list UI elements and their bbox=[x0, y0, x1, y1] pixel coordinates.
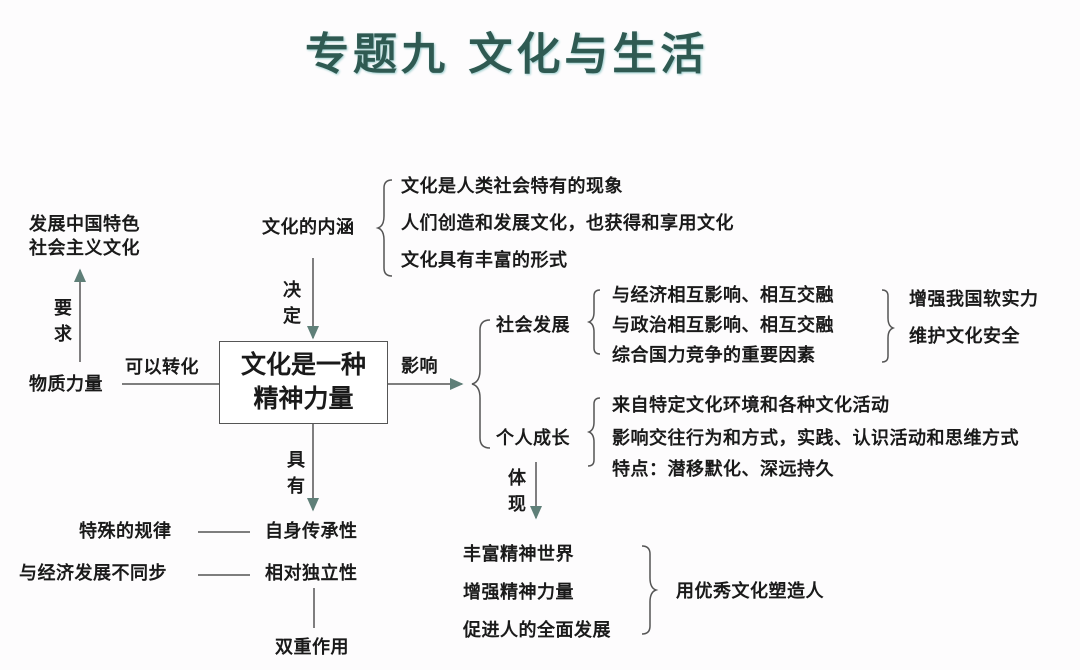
arrow-label-decide: 决定 bbox=[283, 280, 301, 327]
dual-role: 双重作用 bbox=[275, 637, 349, 658]
connotation-item: 文化是人类社会特有的现象 bbox=[401, 176, 623, 197]
manifest-result: 用优秀文化塑造人 bbox=[676, 581, 824, 602]
personal-label: 个人成长 bbox=[496, 428, 570, 449]
connotation-item: 人们创造和发展文化，也获得和享用文化 bbox=[401, 213, 734, 234]
social-result: 维护文化安全 bbox=[909, 326, 1020, 347]
personal-item: 来自特定文化环境和各种文化活动 bbox=[612, 395, 890, 416]
center-line1: 文化是一种 bbox=[240, 350, 366, 379]
goal-line1: 发展中国特色 bbox=[29, 214, 140, 235]
personal-item: 影响交往行为和方式，实践、认识活动和思维方式 bbox=[612, 428, 1019, 449]
social-item: 与经济相互影响、相互交融 bbox=[612, 285, 834, 306]
social-item: 与政治相互影响、相互交融 bbox=[612, 315, 834, 336]
connotation-item: 文化具有丰富的形式 bbox=[401, 250, 568, 271]
manifest-item: 增强精神力量 bbox=[463, 582, 574, 603]
goal-line2: 社会主义文化 bbox=[29, 238, 140, 259]
social-item: 综合国力竞争的重要因素 bbox=[612, 345, 816, 366]
independence-note: 与经济发展不同步 bbox=[19, 563, 167, 584]
inheritance: 自身传承性 bbox=[265, 521, 358, 542]
social-result: 增强我国软实力 bbox=[909, 289, 1039, 310]
personal-item: 特点：潜移默化、深远持久 bbox=[612, 459, 834, 480]
arrow-label-embody: 体现 bbox=[508, 468, 526, 515]
arrow-label-have: 具有 bbox=[287, 450, 305, 497]
influence-label: 影响 bbox=[401, 356, 438, 377]
watermark bbox=[650, 630, 1070, 664]
center-line2: 精神力量 bbox=[253, 384, 354, 413]
center-node: 文化是一种 精神力量 bbox=[219, 341, 388, 424]
page-title: 专题九 文化与生活 bbox=[305, 29, 709, 80]
manifest-item: 促进人的全面发展 bbox=[463, 620, 611, 641]
manifest-item: 丰富精神世界 bbox=[463, 544, 574, 565]
transform-label: 可以转化 bbox=[125, 357, 199, 378]
material-force: 物质力量 bbox=[29, 374, 103, 395]
connotation-label: 文化的内涵 bbox=[262, 217, 355, 238]
social-label: 社会发展 bbox=[496, 315, 570, 336]
inheritance-note: 特殊的规律 bbox=[79, 521, 172, 542]
independence: 相对独立性 bbox=[265, 563, 358, 584]
arrow-label-require: 要求 bbox=[54, 298, 72, 345]
